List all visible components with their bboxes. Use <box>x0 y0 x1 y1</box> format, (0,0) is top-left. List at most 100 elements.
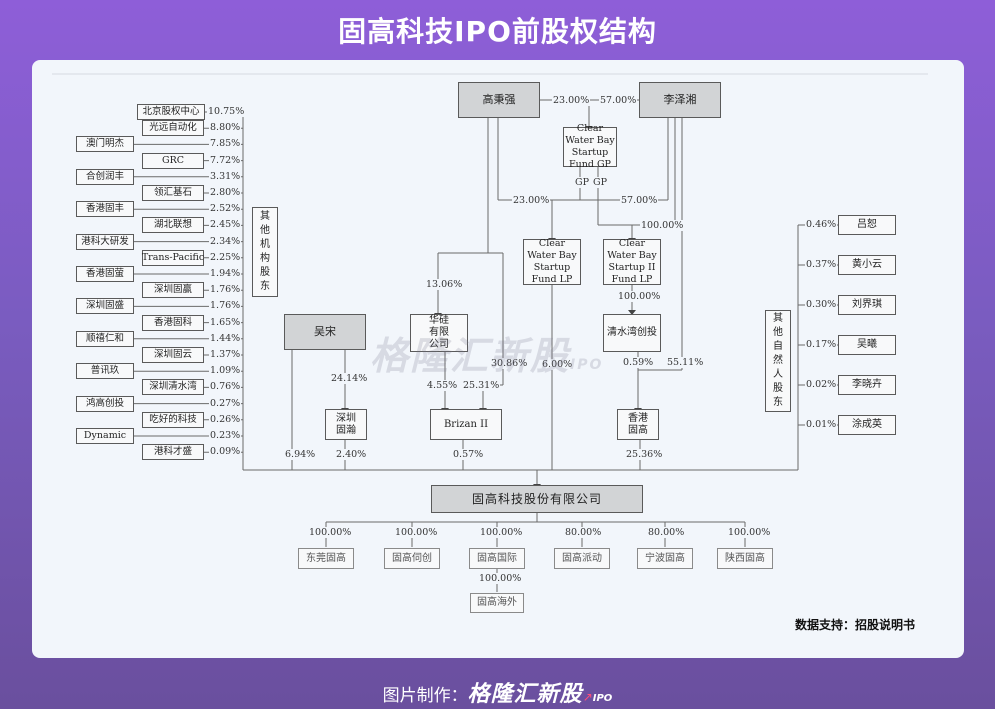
watermark: 格隆汇新股IPO <box>370 325 603 380</box>
subsidiary-pct: 100.00% <box>479 527 524 538</box>
left-holder-pct: 1.44% <box>209 332 242 344</box>
left-holder-box: 香港固丰 <box>76 201 134 218</box>
node-qsw: 清水湾创投 <box>603 314 661 352</box>
right-holder-box: 吕恕 <box>838 215 896 235</box>
subsidiary-box: 宁波固高 <box>637 548 693 569</box>
left-holder-pct: 1.37% <box>209 349 242 360</box>
left-holder-box: 北京股权中心 <box>137 104 205 120</box>
left-holder-box: 深圳清水湾 <box>142 379 204 396</box>
edge-brizan-company: 0.57% <box>452 449 485 460</box>
left-holder-pct: 0.76% <box>209 381 242 393</box>
left-holder-pct: 0.23% <box>209 430 242 441</box>
edge-li-lp2: 100.00% <box>640 220 685 231</box>
footer-label: 图片制作： <box>382 686 468 706</box>
footer: 图片制作：格隆汇新股↗IPO <box>0 676 995 708</box>
left-holder-box: 香港固萤 <box>76 266 134 282</box>
subsidiary-pct: 100.00% <box>308 527 353 538</box>
left-holder-box: GRC <box>142 152 204 169</box>
left-holder-box: 深圳固云 <box>142 347 204 363</box>
divider <box>52 73 928 75</box>
edge-gao-brizan: 25.31% <box>462 380 501 391</box>
left-holder-pct: 7.72% <box>209 154 242 166</box>
edge-huagui-brizan: 4.55% <box>426 380 459 391</box>
edge-gao-gp: 23.00% <box>552 95 591 106</box>
edge-wu-szgh: 24.14% <box>330 373 369 384</box>
other-individual-holders-label: 其他自然人股东 <box>765 310 791 412</box>
left-holder-pct: 0.26% <box>209 413 242 425</box>
node-gp-fund: Clear Water Bay Startup Fund GP <box>563 123 617 170</box>
right-holder-box: 李晓卉 <box>838 375 896 395</box>
left-holder-pct: 2.34% <box>209 235 242 247</box>
left-holder-pct: 2.80% <box>209 187 242 198</box>
right-holder-box: 涂成英 <box>838 415 896 435</box>
node-szgh: 深圳固瀚 <box>325 409 367 440</box>
node-overseas: 固高海外 <box>470 593 524 613</box>
right-holder-pct: 0.37% <box>805 259 838 270</box>
left-holder-pct: 2.25% <box>209 251 242 263</box>
right-holder-box: 刘界琪 <box>838 295 896 315</box>
node-wu: 吴宋 <box>284 314 366 350</box>
left-holder-pct: 0.09% <box>209 446 242 458</box>
left-holder-box: Trans-Pacific <box>142 249 204 266</box>
left-holder-box: 鸿高创投 <box>76 395 134 412</box>
left-holder-pct: 2.45% <box>209 219 242 231</box>
left-holder-box: 深圳固赢 <box>142 282 204 299</box>
edge-qsw-hkgg: 0.59% <box>622 357 655 368</box>
left-holder-pct: 1.76% <box>209 284 242 296</box>
edge-li-lp1: 57.00% <box>620 195 659 206</box>
left-holder-box: Dynamic <box>76 428 134 444</box>
left-holder-pct: 3.31% <box>209 170 242 182</box>
subsidiary-box: 固高派动 <box>554 548 610 569</box>
node-gao: 高秉强 <box>458 82 540 118</box>
right-holder-pct: 0.17% <box>805 339 838 350</box>
subsidiary-pct: 100.00% <box>394 527 439 538</box>
left-holder-box: 港科大研发 <box>76 233 134 250</box>
left-holder-pct: 10.75% <box>207 106 246 117</box>
edge-lp1-brizan: 30.86% <box>490 358 529 369</box>
right-holder-pct: 0.46% <box>805 219 838 230</box>
node-lp-fund-1: Clear Water Bay Startup Fund LP <box>523 238 581 285</box>
edge-wu-company: 6.94% <box>284 449 317 460</box>
left-holder-pct: 8.80% <box>209 122 242 134</box>
edge-lp1-extra: 6.00% <box>541 359 574 370</box>
subsidiary-pct: 100.00% <box>727 527 772 538</box>
subsidiary-box: 固高国际 <box>469 548 525 569</box>
edge-hkgg-company: 25.36% <box>625 449 664 460</box>
left-holder-box: 湖北联想 <box>142 217 204 234</box>
edge-gp-1: GP <box>574 177 590 188</box>
left-holder-box: 顺禧仁和 <box>76 330 134 347</box>
watermark-text: 格隆汇新股 <box>370 334 571 378</box>
subsidiary-pct: 80.00% <box>647 527 686 538</box>
edge-li-hkgg: 55.11% <box>666 357 705 368</box>
left-holder-pct: 1.94% <box>209 268 242 279</box>
subsidiary-box: 陕西固高 <box>717 548 773 569</box>
node-brizan: Brizan II <box>430 409 502 440</box>
node-li: 李泽湘 <box>639 82 721 118</box>
left-holder-box: 合创润丰 <box>76 168 134 185</box>
right-holder-box: 吴曦 <box>838 335 896 355</box>
page-title: 固高科技IPO前股权结构 <box>338 15 657 48</box>
right-holder-box: 黄小云 <box>838 255 896 275</box>
edge-overseas: 100.00% <box>478 573 523 584</box>
edge-lp2-qsw: 100.00% <box>617 291 662 302</box>
left-holder-box: 香港固科 <box>142 314 204 331</box>
node-huagui: 华硅有限公司 <box>410 314 468 352</box>
other-institutional-holders-label: 其他机构股东 <box>252 207 278 297</box>
edge-gao-huagui: 13.06% <box>425 279 464 290</box>
node-hkgg: 香港固高 <box>617 409 659 440</box>
subsidiary-pct: 80.00% <box>564 527 603 538</box>
left-holder-box: 普讯玖 <box>76 363 134 380</box>
left-holder-box: 深圳固盛 <box>76 298 134 315</box>
source-note: 数据支持：招股说明书 <box>795 618 916 632</box>
edge-gao-lp1: 23.00% <box>512 195 551 206</box>
left-holder-box: 港科才盛 <box>142 444 204 461</box>
right-holder-pct: 0.02% <box>805 379 838 390</box>
subsidiary-box: 固高伺创 <box>384 548 440 569</box>
left-holder-pct: 7.85% <box>209 138 242 150</box>
edge-gp-2: GP <box>592 177 608 188</box>
left-holder-pct: 0.27% <box>209 397 242 409</box>
left-holder-pct: 2.52% <box>209 203 242 215</box>
edge-szgh-company: 2.40% <box>335 449 368 460</box>
left-holder-pct: 1.76% <box>209 300 242 312</box>
left-holder-pct: 1.65% <box>209 316 242 328</box>
